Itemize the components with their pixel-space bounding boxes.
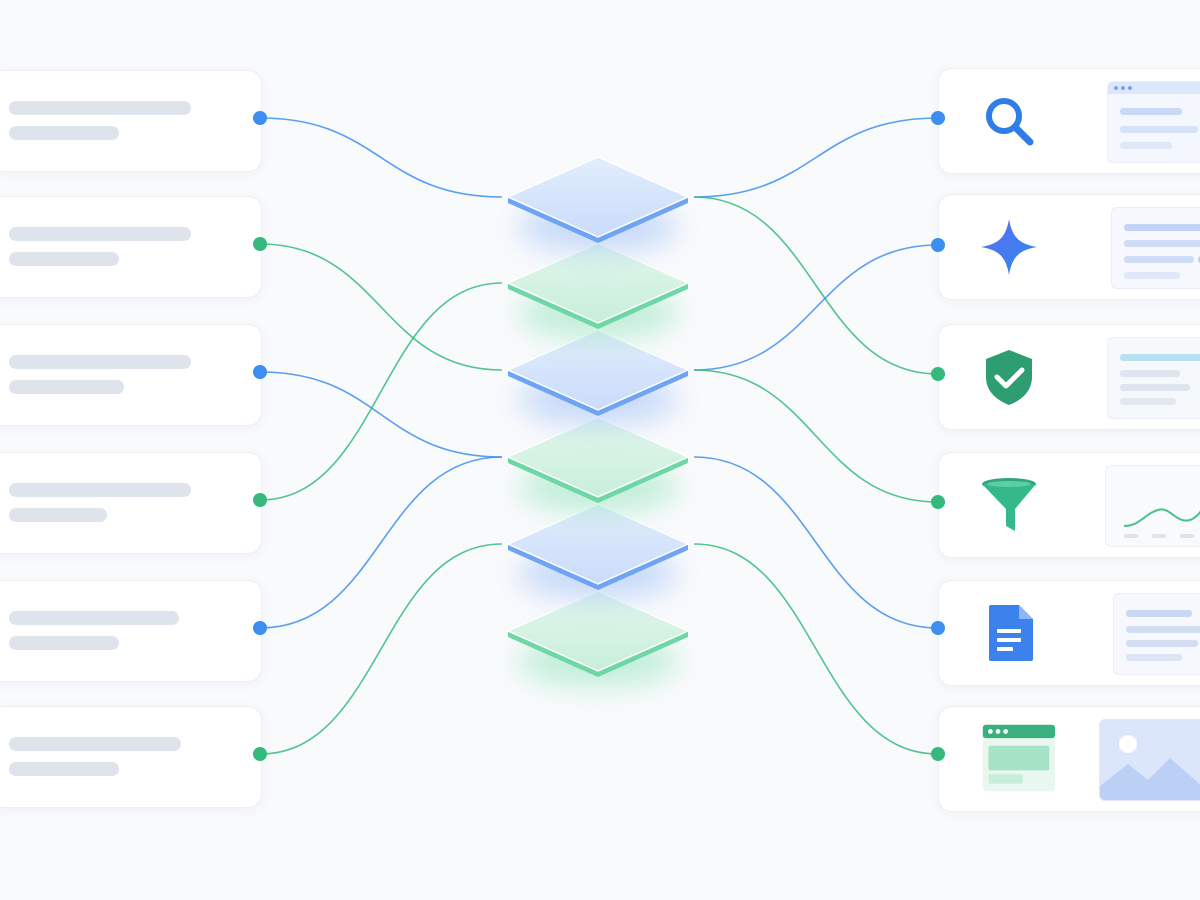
connector-line — [693, 456, 939, 629]
connector-line — [259, 456, 503, 629]
connector-line — [259, 282, 503, 501]
connector-line — [259, 243, 503, 371]
text-lines-preview — [1111, 207, 1200, 289]
placeholder-bar — [9, 355, 191, 369]
connector-line — [693, 117, 939, 198]
image-preview — [1099, 719, 1200, 801]
left-connector-dot — [253, 237, 267, 251]
right-node-docs — [938, 580, 1200, 686]
sparkle-icon — [981, 219, 1037, 275]
placeholder-bar — [9, 252, 119, 266]
text-lines-preview — [1107, 337, 1200, 419]
right-node-search — [938, 68, 1200, 174]
placeholder-bar — [9, 380, 124, 394]
hub-layer-1 — [507, 156, 689, 238]
connector-line — [693, 244, 939, 371]
search-icon — [986, 98, 1034, 146]
placeholder-bar — [9, 636, 119, 650]
connector-line — [693, 369, 939, 503]
placeholder-bar — [9, 227, 191, 241]
hub-layer-3 — [507, 329, 689, 411]
line-chart-preview — [1105, 465, 1200, 547]
left-connector-dot — [253, 747, 267, 761]
left-node-1 — [0, 70, 262, 172]
left-connector-dot — [253, 365, 267, 379]
placeholder-bar — [9, 611, 179, 625]
placeholder-bar — [9, 508, 107, 522]
connector-line — [693, 543, 939, 755]
hub-layer-5 — [507, 503, 689, 585]
right-connector-dot — [931, 238, 945, 252]
left-node-2 — [0, 196, 262, 298]
browser-window-preview — [1107, 81, 1200, 163]
connector-line — [259, 117, 503, 198]
placeholder-bar — [9, 126, 119, 140]
hub-layer-6 — [507, 590, 689, 672]
hub-layer-4 — [507, 416, 689, 498]
placeholder-bar — [9, 762, 119, 776]
shield-check-icon — [986, 350, 1032, 405]
connector-line — [259, 371, 503, 458]
connector-line — [693, 196, 939, 375]
text-lines-preview — [1113, 593, 1200, 675]
left-node-6 — [0, 706, 262, 808]
hub-layer-2 — [507, 242, 689, 324]
browser-icon — [982, 724, 1055, 792]
left-connector-dot — [253, 621, 267, 635]
placeholder-bar — [9, 483, 191, 497]
right-connector-dot — [931, 747, 945, 761]
left-node-4 — [0, 452, 262, 554]
right-connector-dot — [931, 111, 945, 125]
right-node-ai — [938, 194, 1200, 300]
placeholder-bar — [9, 737, 181, 751]
connector-line — [259, 543, 503, 755]
left-node-3 — [0, 324, 262, 426]
placeholder-bar — [9, 101, 191, 115]
right-connector-dot — [931, 495, 945, 509]
left-node-5 — [0, 580, 262, 682]
left-connector-dot — [253, 111, 267, 125]
left-connector-dot — [253, 493, 267, 507]
right-connector-dot — [931, 367, 945, 381]
document-icon — [989, 605, 1033, 661]
image-icon — [1100, 720, 1200, 800]
right-node-filter — [938, 452, 1200, 558]
right-node-security — [938, 324, 1200, 430]
funnel-icon — [982, 478, 1036, 531]
right-connector-dot — [931, 621, 945, 635]
